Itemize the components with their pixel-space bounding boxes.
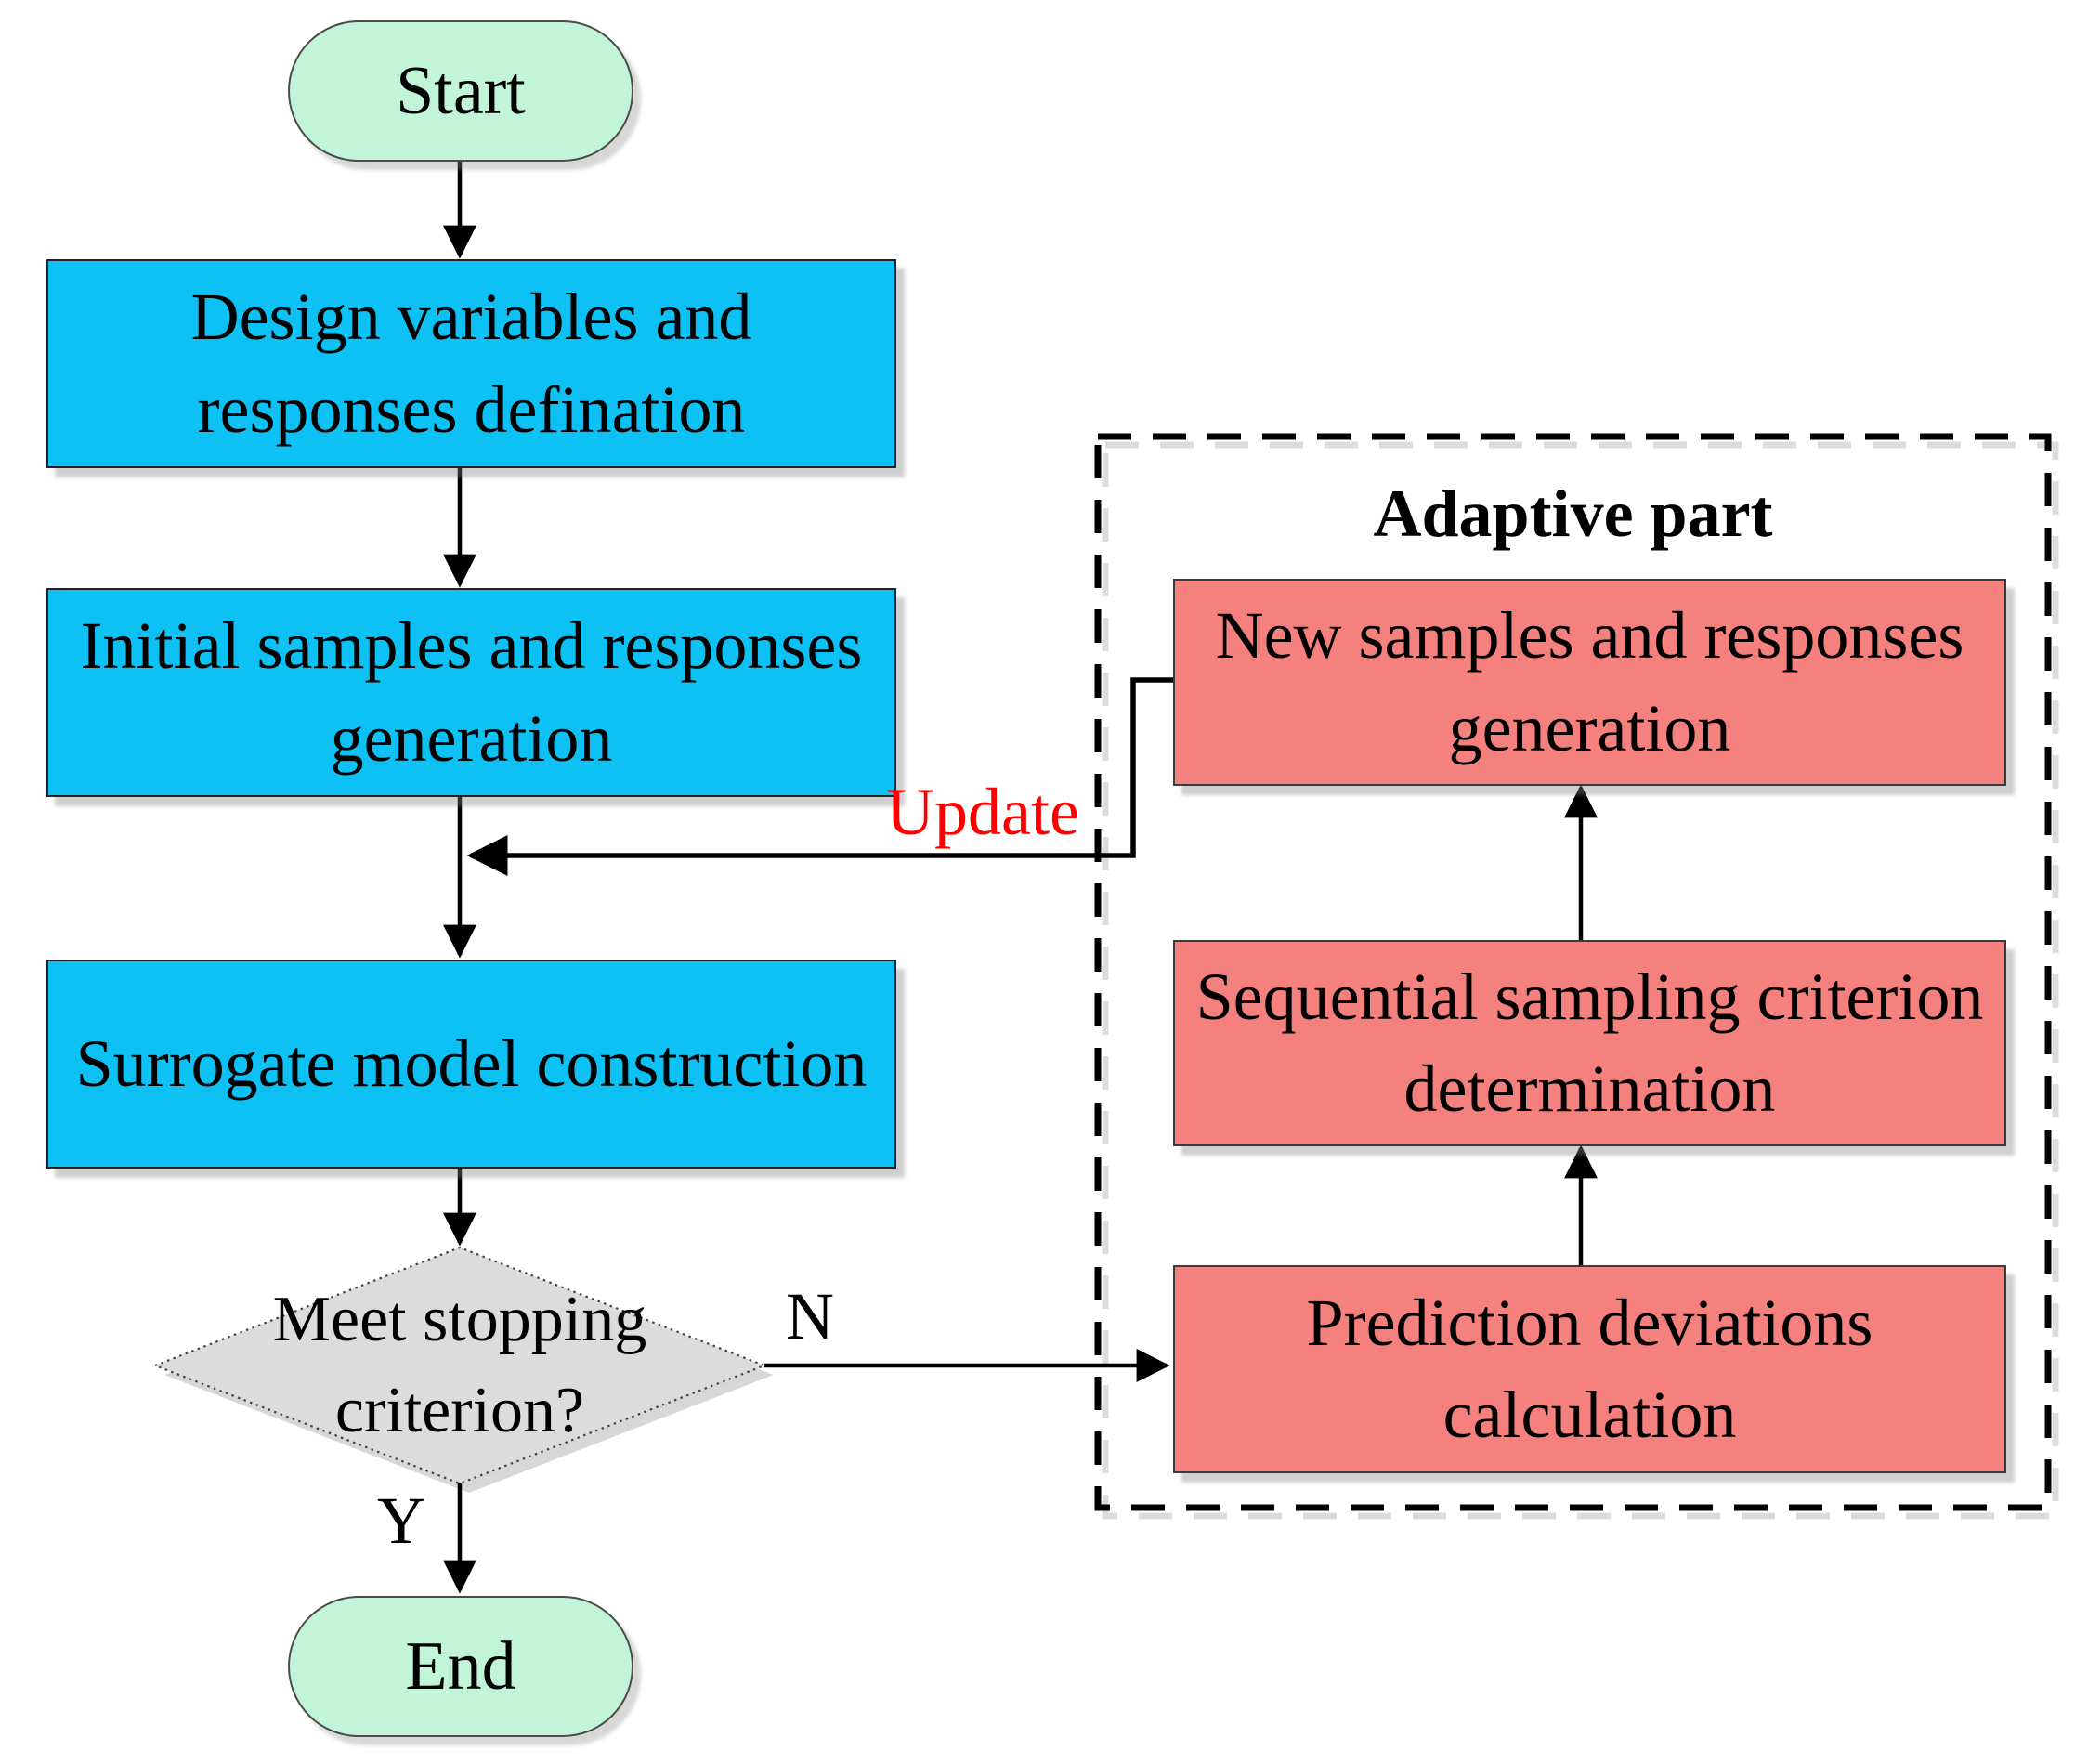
node-end: End [288, 1596, 633, 1737]
node-prediction-deviations: Prediction deviations calculation [1173, 1265, 2006, 1473]
edge-newsamples-update [466, 677, 1173, 876]
node-new-samples-label: New samples and responses generation [1215, 598, 1964, 765]
adaptive-group-label-text: Adaptive part [1373, 477, 1773, 551]
node-start: Start [288, 20, 633, 162]
adaptive-group-label: Adaptive part [1098, 476, 2048, 553]
no-edge-label-text: N [786, 1279, 834, 1353]
node-design-variables-label: Design variables and responses definatio… [190, 280, 752, 447]
yes-edge-label: Y [355, 1483, 448, 1560]
node-initial-samples-label: Initial samples and responses generation [80, 608, 863, 776]
node-new-samples: New samples and responses generation [1173, 579, 2006, 786]
update-edge-label: Update [843, 774, 1122, 851]
node-initial-samples: Initial samples and responses generation [46, 588, 896, 797]
node-sequential-criterion: Sequential sampling criterion determinat… [1173, 940, 2006, 1146]
node-start-label: Start [396, 52, 526, 129]
no-edge-label: N [763, 1278, 856, 1355]
adaptive-group-border [1094, 433, 2052, 1511]
node-sequential-criterion-label: Sequential sampling criterion determinat… [1195, 959, 1984, 1126]
decision-shape [151, 1246, 768, 1485]
node-decision: Meet stopping criterion? [237, 1271, 683, 1460]
node-design-variables: Design variables and responses definatio… [46, 259, 896, 468]
node-prediction-deviations-label: Prediction deviations calculation [1306, 1285, 1873, 1452]
yes-edge-label-text: Y [377, 1483, 425, 1558]
update-edge-label-text: Update [886, 775, 1079, 849]
node-end-label: End [405, 1627, 516, 1705]
node-decision-label: Meet stopping criterion? [272, 1284, 647, 1446]
adaptive-group-shadow [1102, 441, 2059, 1520]
node-surrogate-model: Surrogate model construction [46, 960, 896, 1169]
node-surrogate-model-label: Surrogate model construction [75, 1026, 868, 1101]
